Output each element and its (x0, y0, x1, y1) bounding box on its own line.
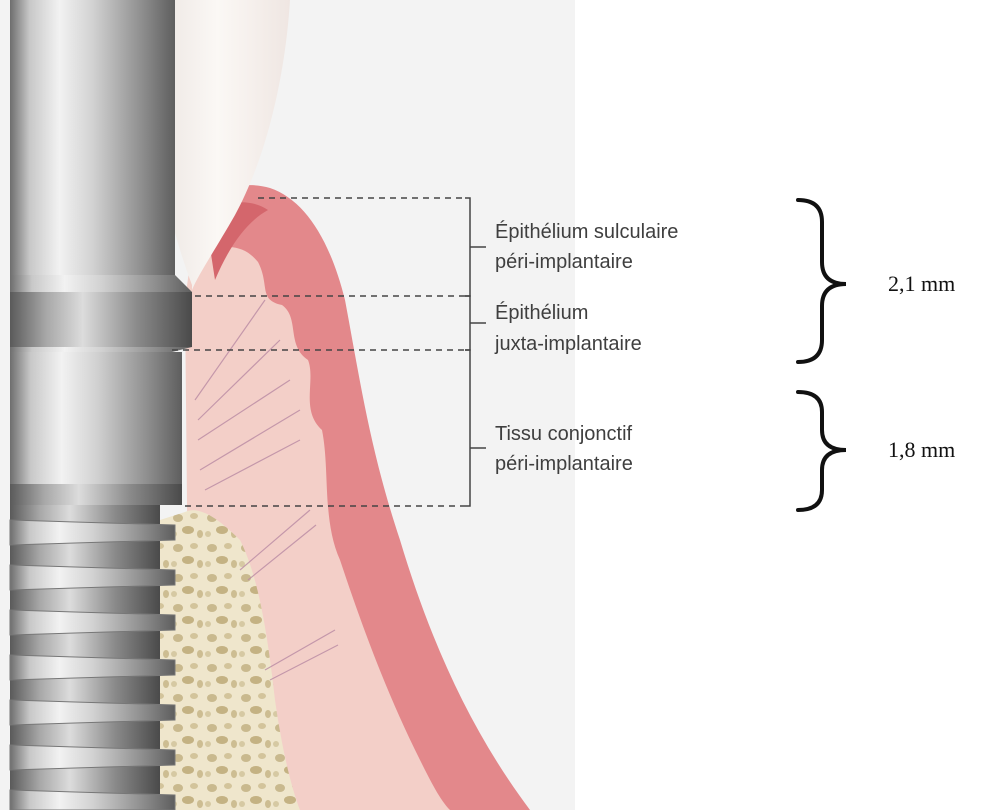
label-connective-tissue-line2: péri-implantaire (495, 453, 633, 475)
implant-neck (10, 352, 182, 484)
label-connective-tissue-line1: Tissu conjonctif (495, 423, 633, 445)
brace-connective (798, 392, 846, 510)
abutment-flare (10, 275, 192, 292)
measurement-epithelium: 2,1 mm (888, 271, 955, 296)
implant-collar (10, 292, 192, 347)
implant-neck-shoulder (10, 484, 182, 505)
implant-threads (10, 505, 175, 810)
label-sulcular-epithelium-line2: péri-implantaire (495, 251, 633, 273)
label-junctional-epithelium-line2: juxta-implantaire (494, 333, 642, 355)
brace-epithelium (798, 200, 846, 362)
label-sulcular-epithelium-line1: Épithélium sulculaire (495, 220, 678, 243)
collar-bevel (10, 347, 192, 352)
label-junctional-epithelium-line1: Épithélium (495, 301, 588, 324)
measurement-connective-tissue: 1,8 mm (888, 437, 955, 462)
implant-abutment (10, 0, 175, 275)
